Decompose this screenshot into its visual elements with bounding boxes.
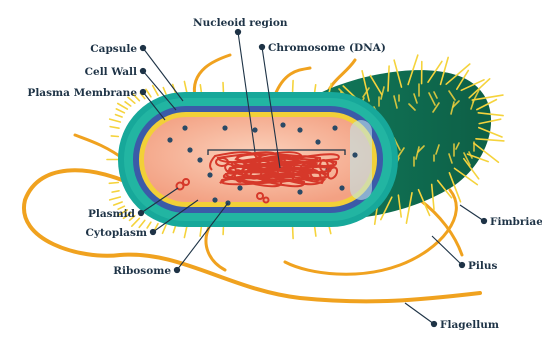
pilus-top-left bbox=[194, 55, 230, 97]
label-capsule: Capsule bbox=[90, 43, 137, 55]
ribosome bbox=[222, 125, 227, 130]
pilus-left bbox=[75, 135, 125, 160]
ribosome bbox=[197, 157, 202, 162]
leader-dot-cytoplasm bbox=[150, 229, 155, 234]
ribosome bbox=[182, 125, 187, 130]
fimbria bbox=[110, 127, 119, 129]
label-plasma-membrane: Plasma Membrane bbox=[27, 87, 137, 99]
ribosome bbox=[207, 172, 212, 177]
leader-dot-nucleoid bbox=[235, 29, 240, 34]
leader-dot-chromosome bbox=[259, 44, 264, 49]
leader-pilus bbox=[432, 236, 462, 265]
fimbria bbox=[184, 227, 186, 238]
leader-dot-ribosome bbox=[174, 267, 179, 272]
leader-flagellum bbox=[405, 303, 434, 324]
label-plasmid: Plasmid bbox=[88, 208, 136, 220]
fimbria bbox=[114, 202, 122, 205]
fimbria bbox=[184, 82, 186, 93]
ribosome bbox=[237, 185, 242, 190]
ribosome bbox=[297, 189, 302, 194]
fimbria bbox=[109, 183, 118, 184]
label-cytoplasm: Cytoplasm bbox=[86, 227, 147, 239]
fimbria bbox=[163, 88, 166, 94]
ribosome bbox=[339, 185, 344, 190]
ribosome bbox=[315, 139, 320, 144]
label-flagellum: Flagellum bbox=[440, 319, 499, 331]
fimbria bbox=[315, 227, 316, 236]
membrane-rim-highlight bbox=[350, 120, 372, 200]
fimbria bbox=[116, 115, 123, 117]
fimbria bbox=[293, 228, 294, 239]
leader-dot-plasma-membrane bbox=[140, 89, 145, 94]
fimbria bbox=[147, 222, 151, 228]
fimbria bbox=[118, 104, 128, 110]
fimbria bbox=[315, 85, 316, 92]
fimbria bbox=[329, 227, 331, 234]
fimbria bbox=[111, 136, 118, 137]
fimbria bbox=[388, 66, 389, 91]
fimbria bbox=[200, 85, 201, 92]
fimbria bbox=[112, 191, 119, 192]
ribosome bbox=[352, 152, 357, 157]
ribosome bbox=[332, 125, 337, 130]
ribosome bbox=[252, 127, 257, 132]
leader-dot-fimbriae bbox=[481, 218, 486, 223]
ribosome bbox=[297, 127, 302, 132]
fimbria bbox=[116, 109, 124, 113]
label-fimbriae: Fimbriae bbox=[490, 216, 542, 228]
ribosome bbox=[167, 137, 172, 142]
fimbria bbox=[110, 197, 121, 200]
fimbria bbox=[173, 226, 175, 233]
label-ribosome: Ribosome bbox=[113, 265, 171, 277]
leader-dot-flagellum bbox=[431, 321, 436, 326]
label-pilus: Pilus bbox=[468, 260, 498, 272]
fimbria bbox=[110, 119, 121, 122]
fimbria bbox=[146, 89, 151, 97]
label-chromosome: Chromosome (DNA) bbox=[268, 42, 386, 54]
fimbria bbox=[293, 81, 294, 92]
fimbria bbox=[125, 102, 131, 106]
label-cell-wall: Cell Wall bbox=[85, 66, 137, 78]
label-nucleoid-region: Nucleoid region bbox=[193, 17, 288, 29]
ribosome bbox=[280, 122, 285, 127]
fimbria bbox=[200, 227, 201, 236]
leader-dot-pilus bbox=[459, 262, 464, 267]
fimbria bbox=[163, 225, 167, 233]
leader-dot-plasmid bbox=[138, 210, 143, 215]
leader-dot-cell-wall bbox=[140, 68, 145, 73]
ribosome bbox=[212, 197, 217, 202]
leader-dot-capsule bbox=[140, 45, 145, 50]
ribosome bbox=[187, 147, 192, 152]
leader-fimbriae bbox=[460, 205, 484, 221]
pilus-bottom bbox=[206, 225, 225, 270]
